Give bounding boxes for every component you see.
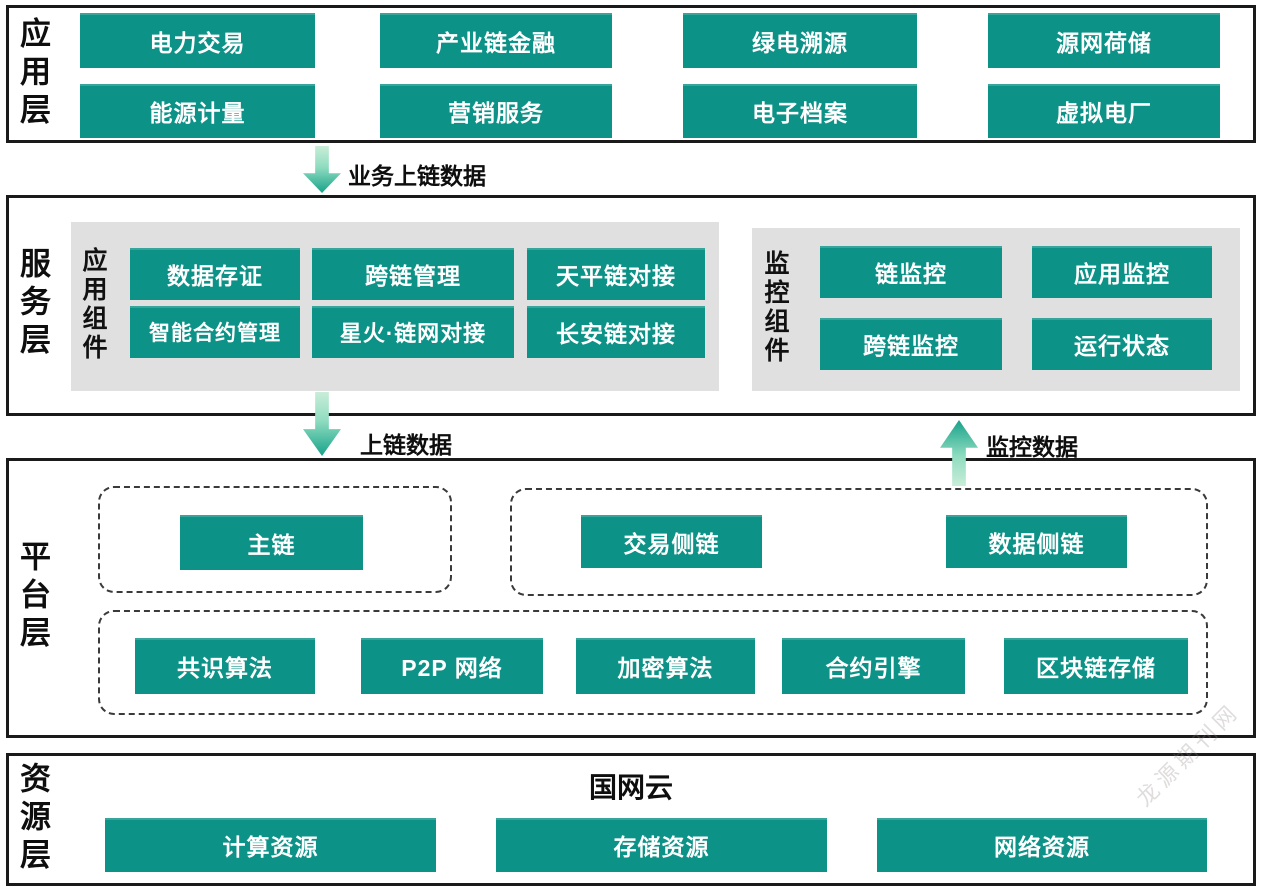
application-layer-label: 应用层 (15, 17, 50, 131)
box-encryption-algorithm: 加密算法 (576, 638, 755, 694)
box-industry-chain-finance: 产业链金融 (380, 13, 612, 68)
box-blockchain-storage: 区块链存储 (1004, 638, 1188, 694)
arrow-label-to-chain: 上链数据 (360, 432, 452, 458)
box-tianping-chain-connect: 天平链对接 (527, 248, 705, 300)
app-components-label: 应用组件 (79, 247, 107, 363)
box-xinghuo-chain-connect: 星火·链网对接 (312, 306, 514, 358)
tech-dashed-container (98, 610, 1208, 715)
box-running-status: 运行状态 (1032, 318, 1212, 370)
box-source-grid-load-storage: 源网荷储 (988, 13, 1220, 68)
box-main-chain: 主链 (180, 515, 363, 570)
box-power-trading: 电力交易 (80, 13, 315, 68)
side-chain-dashed-container (510, 488, 1208, 596)
box-marketing-service: 营销服务 (380, 84, 612, 138)
state-grid-cloud-title: 国网云 (588, 772, 673, 803)
monitor-components-label: 监控组件 (761, 250, 789, 366)
box-changan-chain-connect: 长安链对接 (527, 306, 705, 358)
main-chain-dashed-container (98, 486, 452, 593)
box-smart-contract-management: 智能合约管理 (130, 306, 300, 358)
box-transaction-side-chain: 交易侧链 (581, 515, 762, 568)
box-chain-monitor: 链监控 (820, 246, 1002, 298)
box-energy-metering: 能源计量 (80, 84, 315, 138)
arrow-business-to-chain-down (303, 146, 341, 193)
platform-layer-label: 平台层 (15, 540, 50, 654)
box-virtual-power-plant: 虚拟电厂 (988, 84, 1220, 138)
box-computing-resource: 计算资源 (105, 818, 436, 872)
box-application-monitor: 应用监控 (1032, 246, 1212, 298)
box-p2p-network: P2P 网络 (361, 638, 543, 694)
service-layer-label: 服务层 (15, 247, 50, 361)
resource-layer-label: 资源层 (15, 762, 50, 876)
box-storage-resource: 存储资源 (496, 818, 827, 872)
box-cross-chain-monitor: 跨链监控 (820, 318, 1002, 370)
arrow-label-business-to-chain: 业务上链数据 (348, 163, 486, 189)
arrow-label-monitoring: 监控数据 (986, 434, 1078, 460)
box-data-certification: 数据存证 (130, 248, 300, 300)
box-data-side-chain: 数据侧链 (946, 515, 1127, 568)
box-consensus-algorithm: 共识算法 (135, 638, 315, 694)
box-network-resource: 网络资源 (877, 818, 1207, 872)
box-contract-engine: 合约引擎 (782, 638, 965, 694)
box-green-power-tracing: 绿电溯源 (683, 13, 917, 68)
box-cross-chain-management: 跨链管理 (312, 248, 514, 300)
box-electronic-archive: 电子档案 (683, 84, 917, 138)
